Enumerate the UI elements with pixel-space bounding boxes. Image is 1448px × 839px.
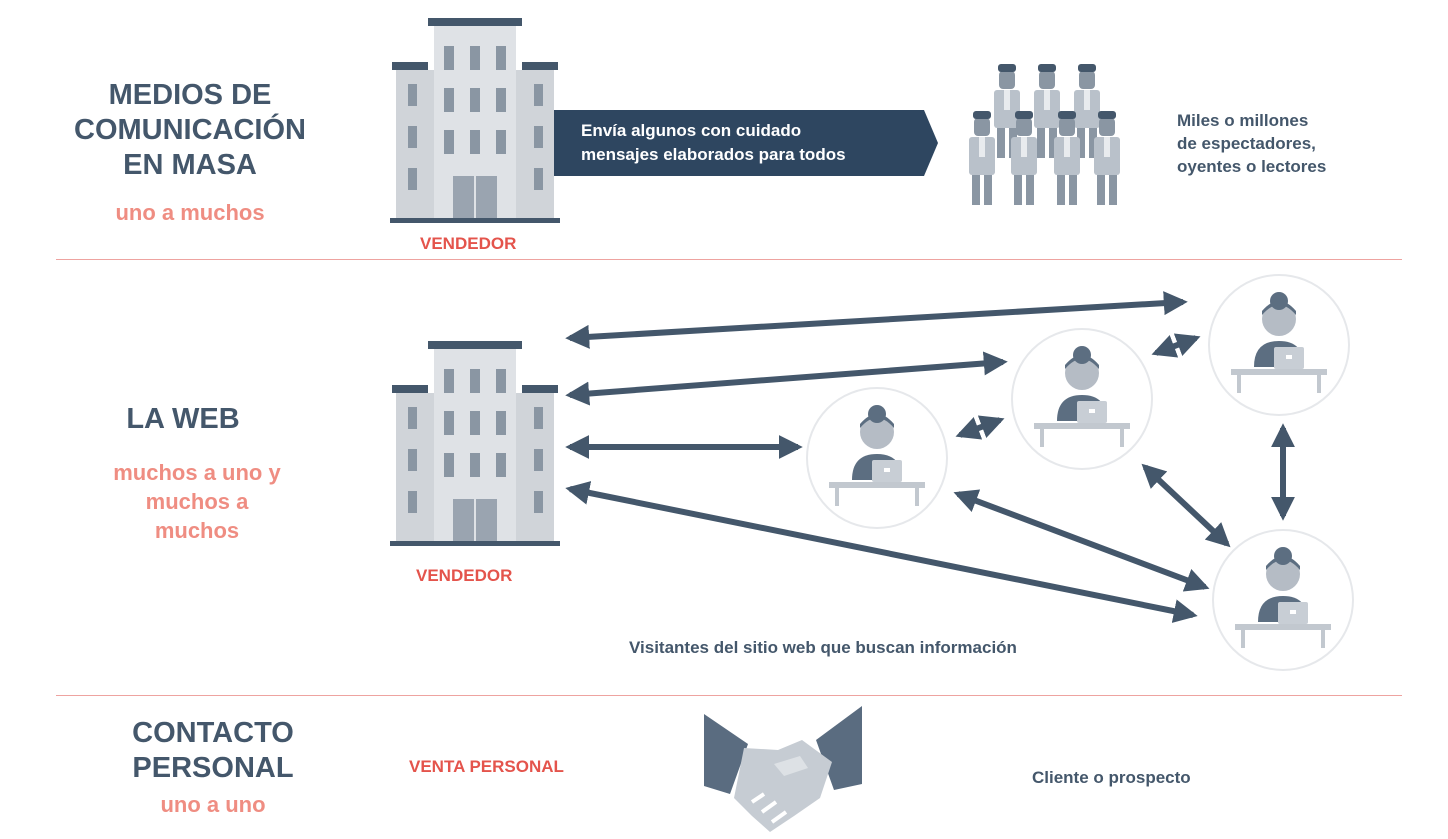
double-arrow-icon [955,415,1005,440]
personal-sale-label: VENTA PERSONAL [409,757,564,776]
mass-media-title-line-1: MEDIOS DE [108,79,272,111]
section-divider-1 [56,259,1402,260]
web-subtitle-line-2: muchos a [145,489,249,514]
mass-media-title-line-2: COMUNICACIÓN [74,114,306,146]
double-arrow-icon [1151,333,1201,358]
visitors-caption: Visitantes del sitio web que buscan info… [629,638,1017,657]
personal-title-line-2: PERSONAL [132,752,294,784]
audience-label: Miles o millones de espectadores, oyente… [1177,109,1326,178]
personal-title-line-1: CONTACTO [132,717,294,749]
mass-media-title-line-3: EN MASA [123,149,257,181]
audience-line-2: de espectadores, [1177,134,1316,153]
mass-media-title: MEDIOS DE COMUNICACIÓN EN MASA [40,78,340,183]
double-arrow-icon [565,481,1198,623]
personal-subtitle: uno a uno [160,792,266,817]
web-subtitle: muchos a uno y muchos a muchos [47,458,347,545]
web-subtitle-line-3: muchos [154,518,240,543]
web-title: LA WEB [126,403,240,435]
audience-line-3: oyentes o lectores [1177,157,1327,176]
mass-media-subtitle: uno a muchos [115,200,265,225]
message-banner-text: Envía algunos con cuidado mensajes elabo… [581,119,846,167]
web-subtitle-line-1: muchos a uno y [113,460,281,485]
handshake-icon [704,706,862,832]
personal-title: CONTACTO PERSONAL [63,716,363,786]
message-line-2: mensajes elaborados para todos [581,145,846,164]
message-banner [554,110,938,176]
visitor-laptop-icon [1212,529,1354,671]
message-line-1: Envía algunos con cuidado [581,121,802,140]
double-arrow-icon [953,489,1210,592]
double-arrow-icon [1141,463,1231,548]
mass-media-seller-label: VENDEDOR [420,234,517,253]
visitor-laptop-icon [806,387,948,529]
double-arrow-icon [565,351,1008,406]
double-arrow-icon [565,291,1188,349]
visitor-laptop-icon [1208,274,1350,416]
web-seller-label: VENDEDOR [416,566,513,585]
section-divider-2 [56,695,1402,696]
audience-line-1: Miles o millones [1177,111,1309,130]
visitor-laptop-icon [1011,328,1153,470]
client-label: Cliente o prospecto [1032,768,1191,787]
